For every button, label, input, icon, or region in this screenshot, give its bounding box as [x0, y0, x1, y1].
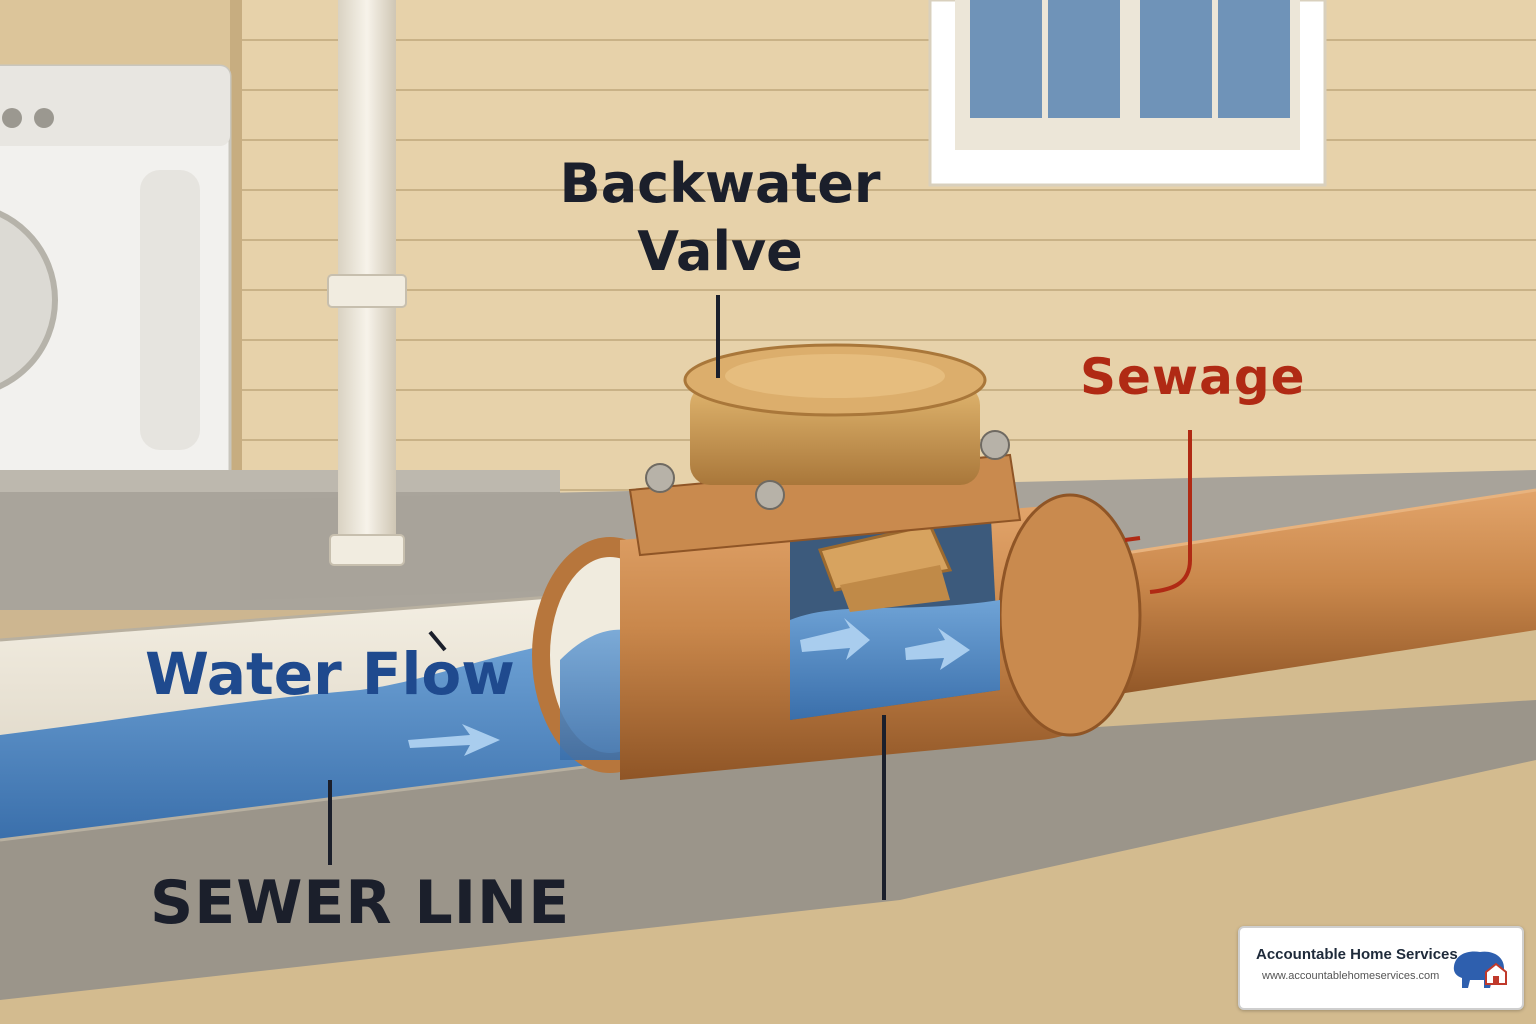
leader-lines: [328, 295, 886, 900]
outlet-pipe: [1079, 488, 1536, 700]
logo-website[interactable]: www.accountablehomeservices.com: [1262, 970, 1440, 982]
water-flow-label: Water Flow: [145, 640, 515, 708]
backwater-valve-label: Backwater Valve: [559, 152, 881, 283]
water-stream: [0, 632, 640, 840]
washing-machine: [0, 64, 232, 492]
leader-sewage: [1124, 430, 1192, 594]
logo-card[interactable]: Accountable Home Services www.accountabl…: [1238, 926, 1524, 1010]
downspout-pipe: [327, 0, 407, 566]
flow-arrow-1: [408, 724, 500, 756]
logo-company-name: Accountable Home Services: [1256, 946, 1458, 963]
bison-house-icon: [1453, 951, 1507, 988]
sewer-line-label: SEWER LINE: [150, 868, 571, 938]
trench-gravel: [0, 700, 1536, 1000]
sewage-label: Sewage: [1080, 348, 1306, 406]
window: [928, 0, 1327, 187]
leader-water: [428, 630, 447, 652]
backwater-valve: [532, 343, 1142, 780]
